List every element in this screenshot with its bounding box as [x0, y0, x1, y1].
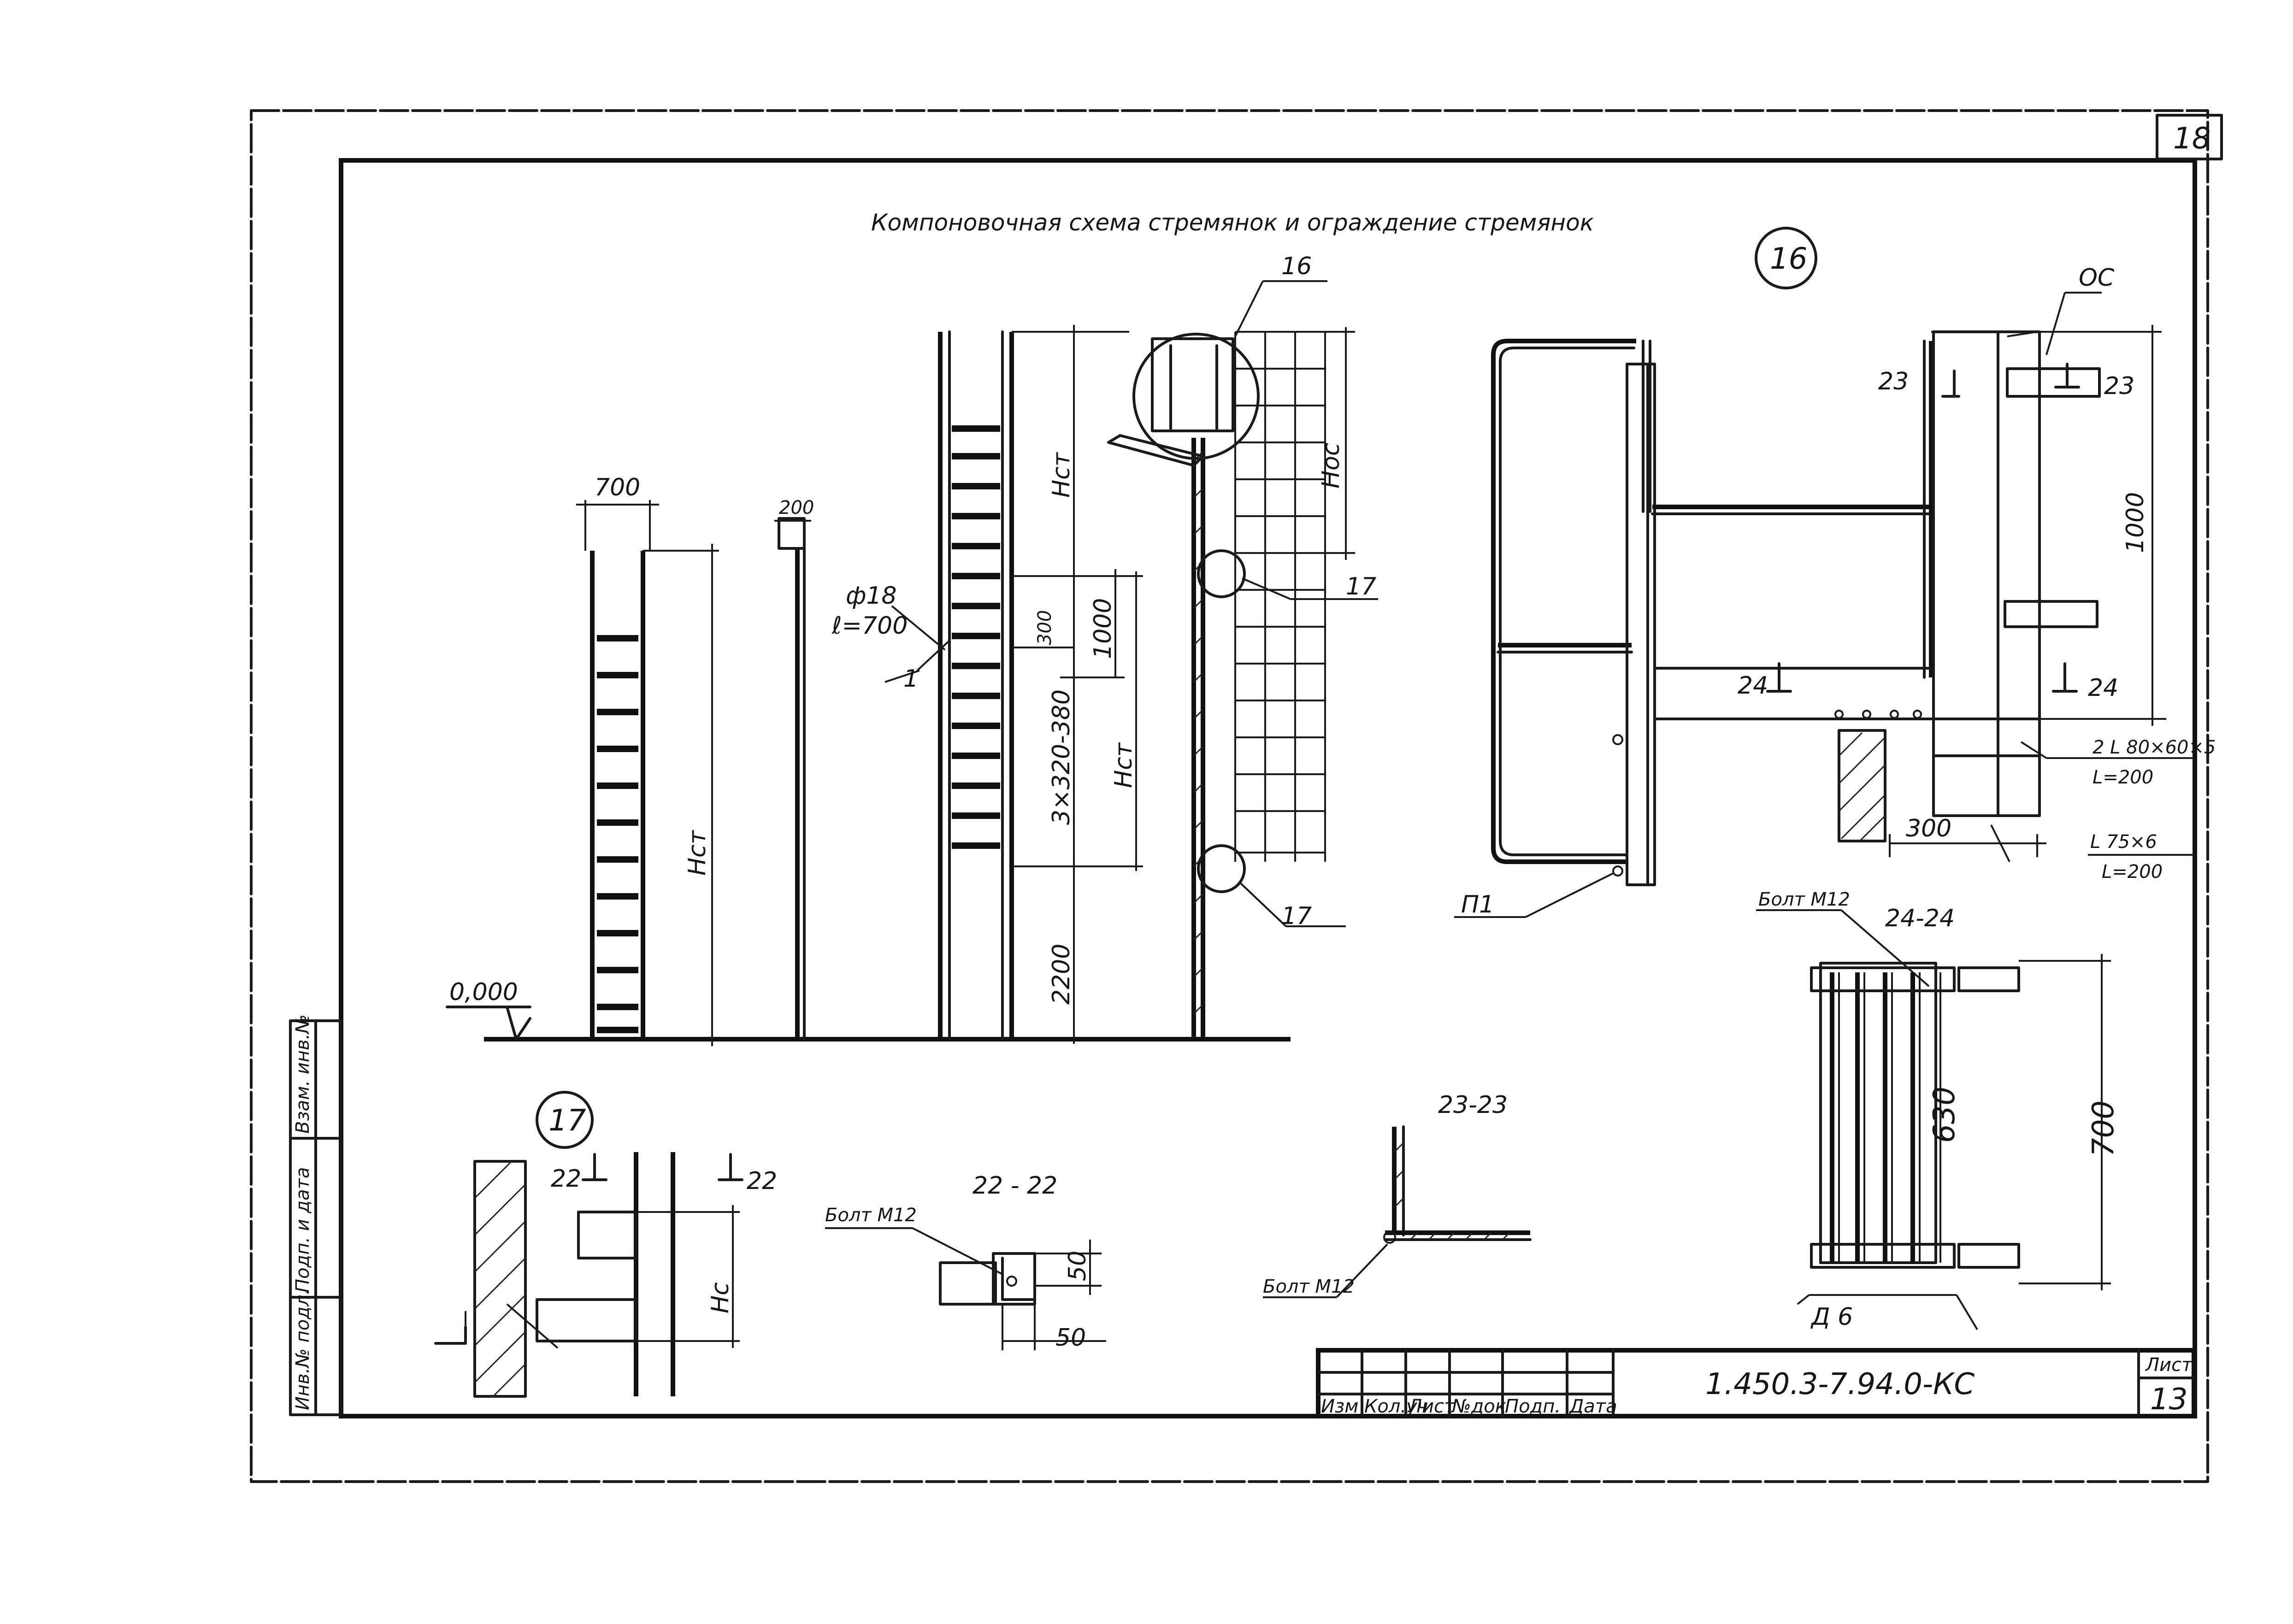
angle2-length: L=200: [2102, 861, 2163, 883]
section24-left: 24: [1738, 672, 1768, 700]
rod-diameter: ф18: [846, 582, 897, 610]
dim-1000: 1000: [1089, 598, 1117, 659]
sheet-number: 13: [2150, 1383, 2187, 1417]
dim-50-vertical: 50: [1064, 1251, 1091, 1281]
outer-frame: [250, 109, 2209, 1483]
drawing-title: Компоновочная схема стремянок и огражден…: [871, 209, 1594, 236]
width-700: 700: [595, 474, 640, 501]
zero-level: 0,000: [449, 978, 518, 1006]
inner-frame: [339, 158, 2197, 1418]
callout-16: 16: [1281, 253, 1312, 280]
detail-17: 17 Hс 22 22: [434, 1091, 777, 1398]
stamp-col-2: Кол.уч: [1364, 1396, 1428, 1417]
section22-right: 22: [747, 1167, 777, 1195]
p1-label: П1: [1461, 891, 1494, 918]
stamp-col-5: Подп.: [1505, 1396, 1561, 1417]
corner-number-box: [2156, 114, 2223, 160]
dim-700: 700: [2087, 1100, 2121, 1157]
section-24-24: 24-24 Болт М12 700 630 Д 6: [1756, 889, 2121, 1331]
callout-17a: 17: [1346, 573, 1376, 600]
side-stamp: Инв.№ подл. Подп. и дата Взам. инв.№: [289, 1014, 342, 1416]
dim-step: 3×320-380: [1048, 689, 1075, 825]
detail17-circle: [536, 1091, 594, 1149]
hos-label: Hос: [1317, 442, 1345, 488]
elevation-view: 0,000 700 Hст 200: [446, 253, 1378, 1046]
detail16-circle: [1755, 227, 1817, 289]
section24-right: 24: [2088, 674, 2118, 702]
section23-left: 23: [1878, 368, 1909, 395]
hst-middle-top: Hст: [1048, 452, 1075, 498]
d6-label: Д 6: [1810, 1303, 1853, 1331]
angle2: L 75×6: [2090, 831, 2157, 853]
angle1: 2 L 80×60×5: [2093, 737, 2216, 758]
rod-length: ℓ=700: [831, 612, 908, 640]
callout-circle-17a: [1197, 549, 1246, 598]
hc-label: Hс: [707, 1282, 734, 1313]
dim-2200: 2200: [1048, 944, 1075, 1005]
stamp-col-4: №док: [1451, 1396, 1506, 1417]
hst-left: Hст: [684, 830, 711, 876]
title-block: Изм Кол.уч Лист №док Подп. Дата 1.450.3-…: [1316, 1348, 2196, 1418]
dim-50-horizontal: 50: [1055, 1324, 1086, 1352]
dim-300: 300: [1034, 610, 1055, 645]
detail16-number: 16: [1770, 242, 1807, 276]
angle1-length: L=200: [2093, 767, 2153, 788]
dim16-1000: 1000: [2122, 492, 2149, 553]
section2222-title: 22 - 22: [973, 1172, 1057, 1200]
dim-630: 630: [1928, 1087, 1962, 1143]
section22-left: 22: [551, 1165, 581, 1193]
section2222-bolt: Болт М12: [825, 1205, 917, 1226]
detail-16: 16: [1454, 227, 2216, 918]
callout-circle-17b: [1197, 844, 1246, 893]
corner-number: 18: [2173, 122, 2210, 156]
position-1: 1: [903, 665, 919, 693]
side-stamp-1: Инв.№ подл.: [292, 1289, 313, 1410]
side-stamp-2: Подп. и дата: [292, 1167, 313, 1293]
stamp-col-1: Изм: [1321, 1396, 1358, 1417]
sheet-label: Лист: [2145, 1354, 2193, 1376]
callout-17b: 17: [1281, 902, 1312, 930]
stamp-col-6: Дата: [1568, 1396, 1617, 1417]
width-200: 200: [779, 497, 814, 518]
section-23-23: 23-23 Болт М12: [1263, 1091, 1532, 1298]
document-code: 1.450.3-7.94.0-КС: [1705, 1367, 1975, 1401]
detail17-number: 17: [548, 1104, 586, 1138]
os-label: ОС: [2079, 264, 2115, 292]
section2323-title: 23-23: [1438, 1091, 1508, 1119]
callout-circle-16: [1132, 333, 1260, 460]
stamp-col-3: Лист: [1407, 1396, 1456, 1417]
section23-right: 23: [2104, 372, 2134, 400]
hst-middle: Hст: [1110, 742, 1138, 788]
dim16-300: 300: [1906, 815, 1951, 842]
section2424-title: 24-24: [1885, 905, 1955, 932]
section2424-bolt: Болт М12: [1758, 889, 1850, 910]
side-stamp-3: Взам. инв.№: [292, 1014, 313, 1134]
section-22-22: 22 - 22 Болт М12 50 50: [825, 1172, 1106, 1352]
